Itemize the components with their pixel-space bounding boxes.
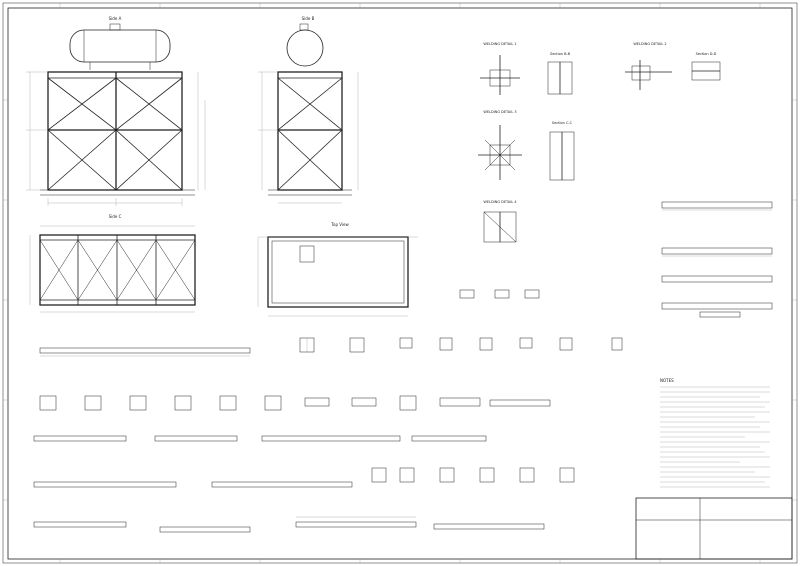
front-elevation-title: Side A bbox=[109, 16, 122, 21]
detail-1-title: WELDING DETAIL 1 bbox=[483, 42, 516, 46]
section-dd-title: Section D-D bbox=[696, 52, 717, 56]
plan-center-frame bbox=[267, 236, 409, 308]
side-elevation-title: Side B bbox=[302, 16, 315, 21]
notes-block: NOTES bbox=[660, 378, 770, 488]
tank-body-side bbox=[286, 29, 324, 67]
weld-details: WELDING DETAIL 1 Section B-B WELDING DET… bbox=[478, 42, 721, 243]
plan-center-title: Top View bbox=[330, 222, 349, 227]
section-cc-title: Section C-C bbox=[552, 121, 573, 125]
plan-left-frame bbox=[39, 234, 196, 306]
parts-row-1 bbox=[39, 337, 623, 357]
side-elevation: Side B bbox=[258, 16, 359, 204]
long-parts-right bbox=[661, 201, 773, 318]
side-frame bbox=[277, 71, 343, 191]
tank-body-front bbox=[69, 29, 171, 63]
plan-view-left: Side C bbox=[29, 214, 196, 313]
inner-border bbox=[7, 7, 793, 560]
border-ticks bbox=[3, 3, 797, 563]
parts-row-3 bbox=[33, 435, 487, 442]
detail-4-title: WELDING DETAIL 4 bbox=[483, 200, 517, 204]
front-elevation: Side A bbox=[26, 16, 206, 206]
detail-3-title: WELDING DETAIL 3 bbox=[483, 110, 516, 114]
detail-2-title: WELDING DETAIL 2 bbox=[633, 42, 666, 46]
small-parts-top bbox=[459, 289, 540, 299]
section-bb-title: Section B-B bbox=[550, 52, 571, 56]
notes-title: NOTES bbox=[660, 378, 674, 383]
title-block bbox=[635, 497, 793, 560]
plan-view-center: Top View bbox=[257, 222, 418, 317]
plan-left-title: Side C bbox=[109, 214, 122, 219]
parts-row-5 bbox=[33, 516, 545, 533]
parts-row-2 bbox=[39, 395, 551, 411]
parts-row-4 bbox=[33, 467, 575, 488]
